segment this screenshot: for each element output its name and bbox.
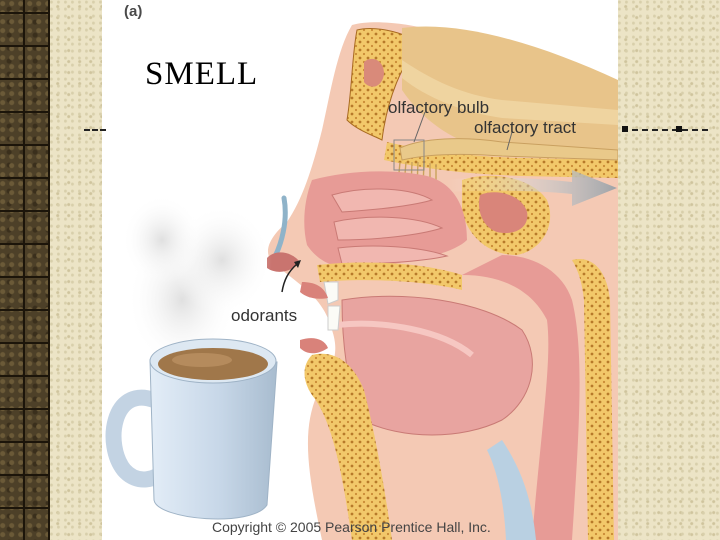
steam: [122, 195, 272, 370]
textured-border-left: [0, 0, 50, 540]
dashed-rule-left: [84, 129, 106, 133]
dashed-rule-right: [612, 129, 708, 133]
figure-label: (a): [124, 3, 143, 20]
olfactory-bulb-leader: [413, 111, 426, 143]
olfactory-tract-label: olfactory tract: [474, 118, 577, 137]
airflow-arrow: [447, 170, 617, 206]
slide-title: SMELL: [145, 56, 259, 92]
olfactory-tract-leader: [506, 131, 513, 151]
copyright-notice: Copyright © 2005 Pearson Prentice Hall, …: [212, 519, 491, 535]
head-cross-section: [267, 22, 618, 540]
rule-dot: [622, 126, 628, 132]
odorants-label: odorants: [231, 306, 298, 325]
coffee-mug: [105, 338, 278, 520]
nasal-anatomy-illustration: [105, 22, 618, 540]
textured-strip-left: [50, 0, 102, 540]
odorants-pointer-arrow: [281, 263, 298, 293]
textured-strip-right: [618, 0, 720, 540]
rule-dot: [676, 126, 682, 132]
olfactory-bulb-label: olfactory bulb: [388, 98, 490, 117]
